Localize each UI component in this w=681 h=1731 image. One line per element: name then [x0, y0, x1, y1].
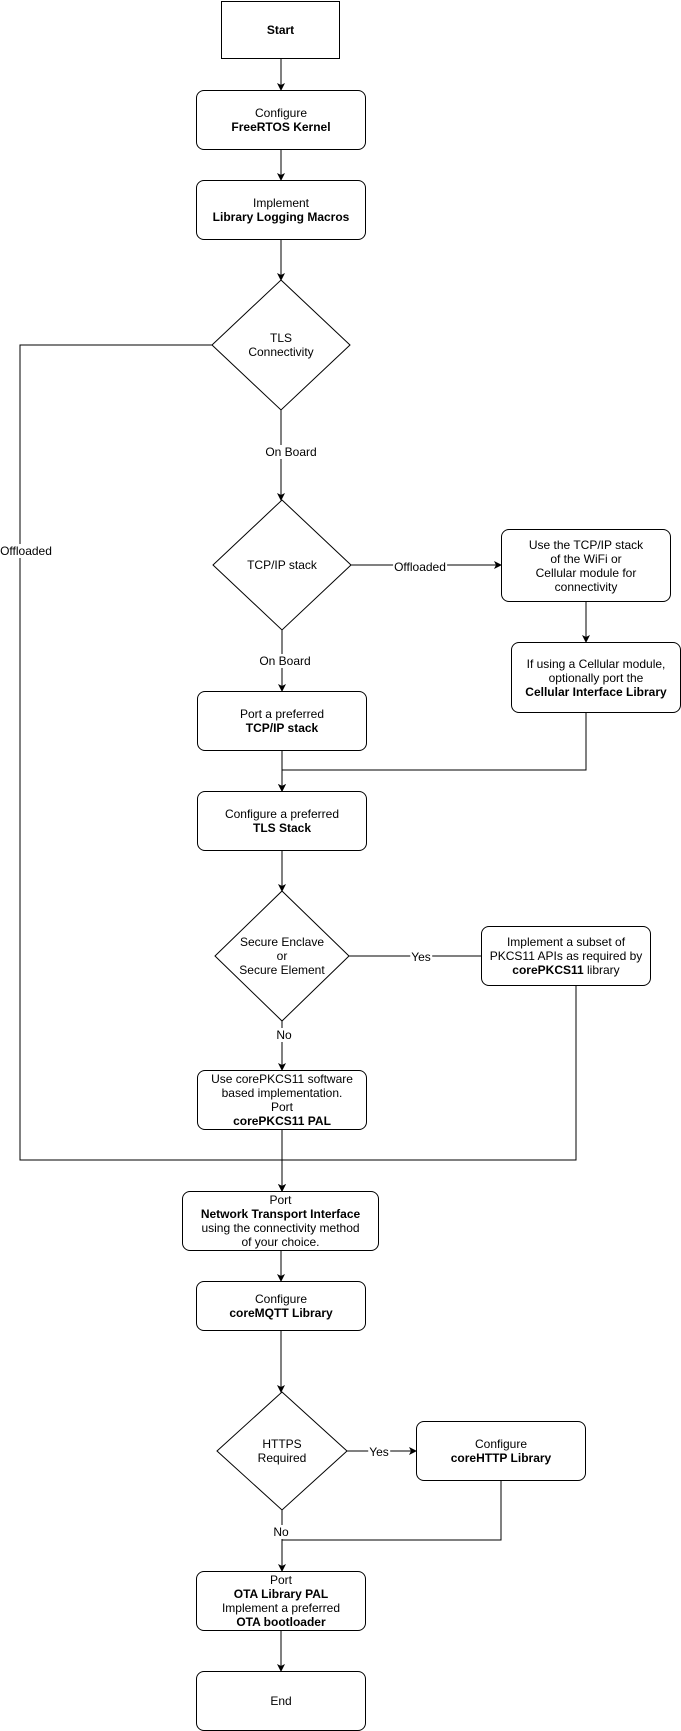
- port-tcpip-line-1: TCP/IP stack: [245, 721, 319, 735]
- pkcs11-subset-line-2: corePKCS11 library: [512, 963, 619, 977]
- secure-element-line-1: or: [276, 949, 288, 963]
- ota-line-3: OTA bootloader: [236, 1615, 326, 1629]
- pkcs11-pal-line-2: Port: [270, 1100, 293, 1114]
- edge-tls-offloaded: [19, 344, 286, 1192]
- network-transport-line-1: Network Transport Interface: [200, 1207, 361, 1221]
- logging-macros-line-1: Library Logging Macros: [212, 210, 350, 224]
- configure-kernel-line-0: Configure: [254, 106, 308, 120]
- coremqtt-line-1: coreMQTT Library: [229, 1306, 333, 1320]
- ota-line-1: OTA Library PAL: [233, 1587, 329, 1601]
- use-module-stack-line-3: connectivity: [554, 579, 618, 594]
- decision-tcpip-stack: TCP/IP stack: [247, 558, 317, 572]
- corehttp-line-0: Configure: [474, 1437, 528, 1451]
- edge-label-secure-yes: Yes: [410, 950, 432, 964]
- https-required-line-0: HTTPS: [262, 1437, 302, 1451]
- pkcs11-subset-bold-part: corePKCS11: [512, 963, 584, 977]
- use-module-stack-line-2: Cellular module for: [535, 565, 637, 580]
- tls-connectivity-line-1: Connectivity: [248, 345, 314, 359]
- configure-tls-line-0: Configure a preferred: [224, 807, 340, 821]
- edge-label-tcp-offloaded: Offloaded: [393, 560, 447, 574]
- decision-secure-element-shape: [214, 890, 350, 1022]
- node-start: Start: [221, 1, 340, 59]
- edge-label-secure-no: No: [275, 1028, 293, 1042]
- cellular-interface-line-2: Cellular Interface Library: [525, 684, 667, 699]
- ota-line-2: Implement a preferred: [221, 1601, 341, 1615]
- edge-label-tls-offloaded: Offloaded: [0, 544, 53, 558]
- node-end: End: [196, 1671, 366, 1731]
- decision-tcpip-stack-shape: [212, 499, 352, 631]
- network-transport-line-0: Port: [269, 1193, 292, 1207]
- edge-subset-network: [282, 986, 577, 1161]
- cellular-interface-line-0: If using a Cellular module,: [526, 656, 666, 671]
- end-line-0: End: [270, 1694, 292, 1708]
- edge-label-https-yes: Yes: [368, 1445, 390, 1459]
- network-transport-line-3: of your choice.: [241, 1235, 320, 1249]
- pkcs11-subset-normal-part: library: [583, 963, 620, 977]
- logging-macros-line-0: Implement: [252, 196, 310, 210]
- ota-line-0: Port: [269, 1573, 292, 1587]
- secure-element-line-2: Secure Element: [239, 963, 325, 977]
- secure-element-line-0: Secure Enclave: [239, 935, 325, 949]
- node-cellular-interface: If using a Cellular module,optionally po…: [511, 642, 681, 713]
- configure-kernel-line-1: FreeRTOS Kernel: [231, 120, 331, 134]
- https-required-line-1: Required: [257, 1451, 307, 1465]
- tls-connectivity-line-0: TLS: [269, 331, 292, 345]
- use-module-stack-line-1: of the WiFi or: [550, 551, 622, 566]
- decision-https-required-shape: [216, 1391, 348, 1511]
- pkcs11-subset-line-1: PKCS11 APIs as required by: [489, 949, 643, 963]
- corehttp-line-1: coreHTTP Library: [450, 1451, 552, 1465]
- decision-tls-connectivity-shape: [211, 279, 351, 411]
- edge-http-ota: [282, 1481, 502, 1541]
- pkcs11-pal-line-1: based implementation.: [221, 1086, 343, 1100]
- network-transport-line-2: using the connectivity method: [201, 1221, 360, 1235]
- tcpip-stack-line-0: TCP/IP stack: [247, 558, 317, 572]
- configure-tls-line-1: TLS Stack: [252, 821, 312, 835]
- pkcs11-pal-line-0: Use corePKCS11 software: [211, 1072, 353, 1086]
- pkcs11-subset-line-0: Implement a subset of: [506, 935, 626, 949]
- port-tcpip-line-0: Port a preferred: [239, 707, 325, 721]
- start-line-0: Start: [266, 23, 295, 37]
- edge-label-tcp-onboard: On Board: [258, 654, 312, 668]
- coremqtt-line-0: Configure: [254, 1292, 308, 1306]
- use-module-stack-line-0: Use the TCP/IP stack: [528, 537, 644, 552]
- edge-label-https-no: No: [272, 1525, 290, 1539]
- cellular-interface-line-1: optionally port the: [548, 670, 644, 685]
- edge-label-tls-onboard: On Board: [264, 445, 318, 459]
- pkcs11-pal-line-3: corePKCS11 PAL: [233, 1114, 331, 1128]
